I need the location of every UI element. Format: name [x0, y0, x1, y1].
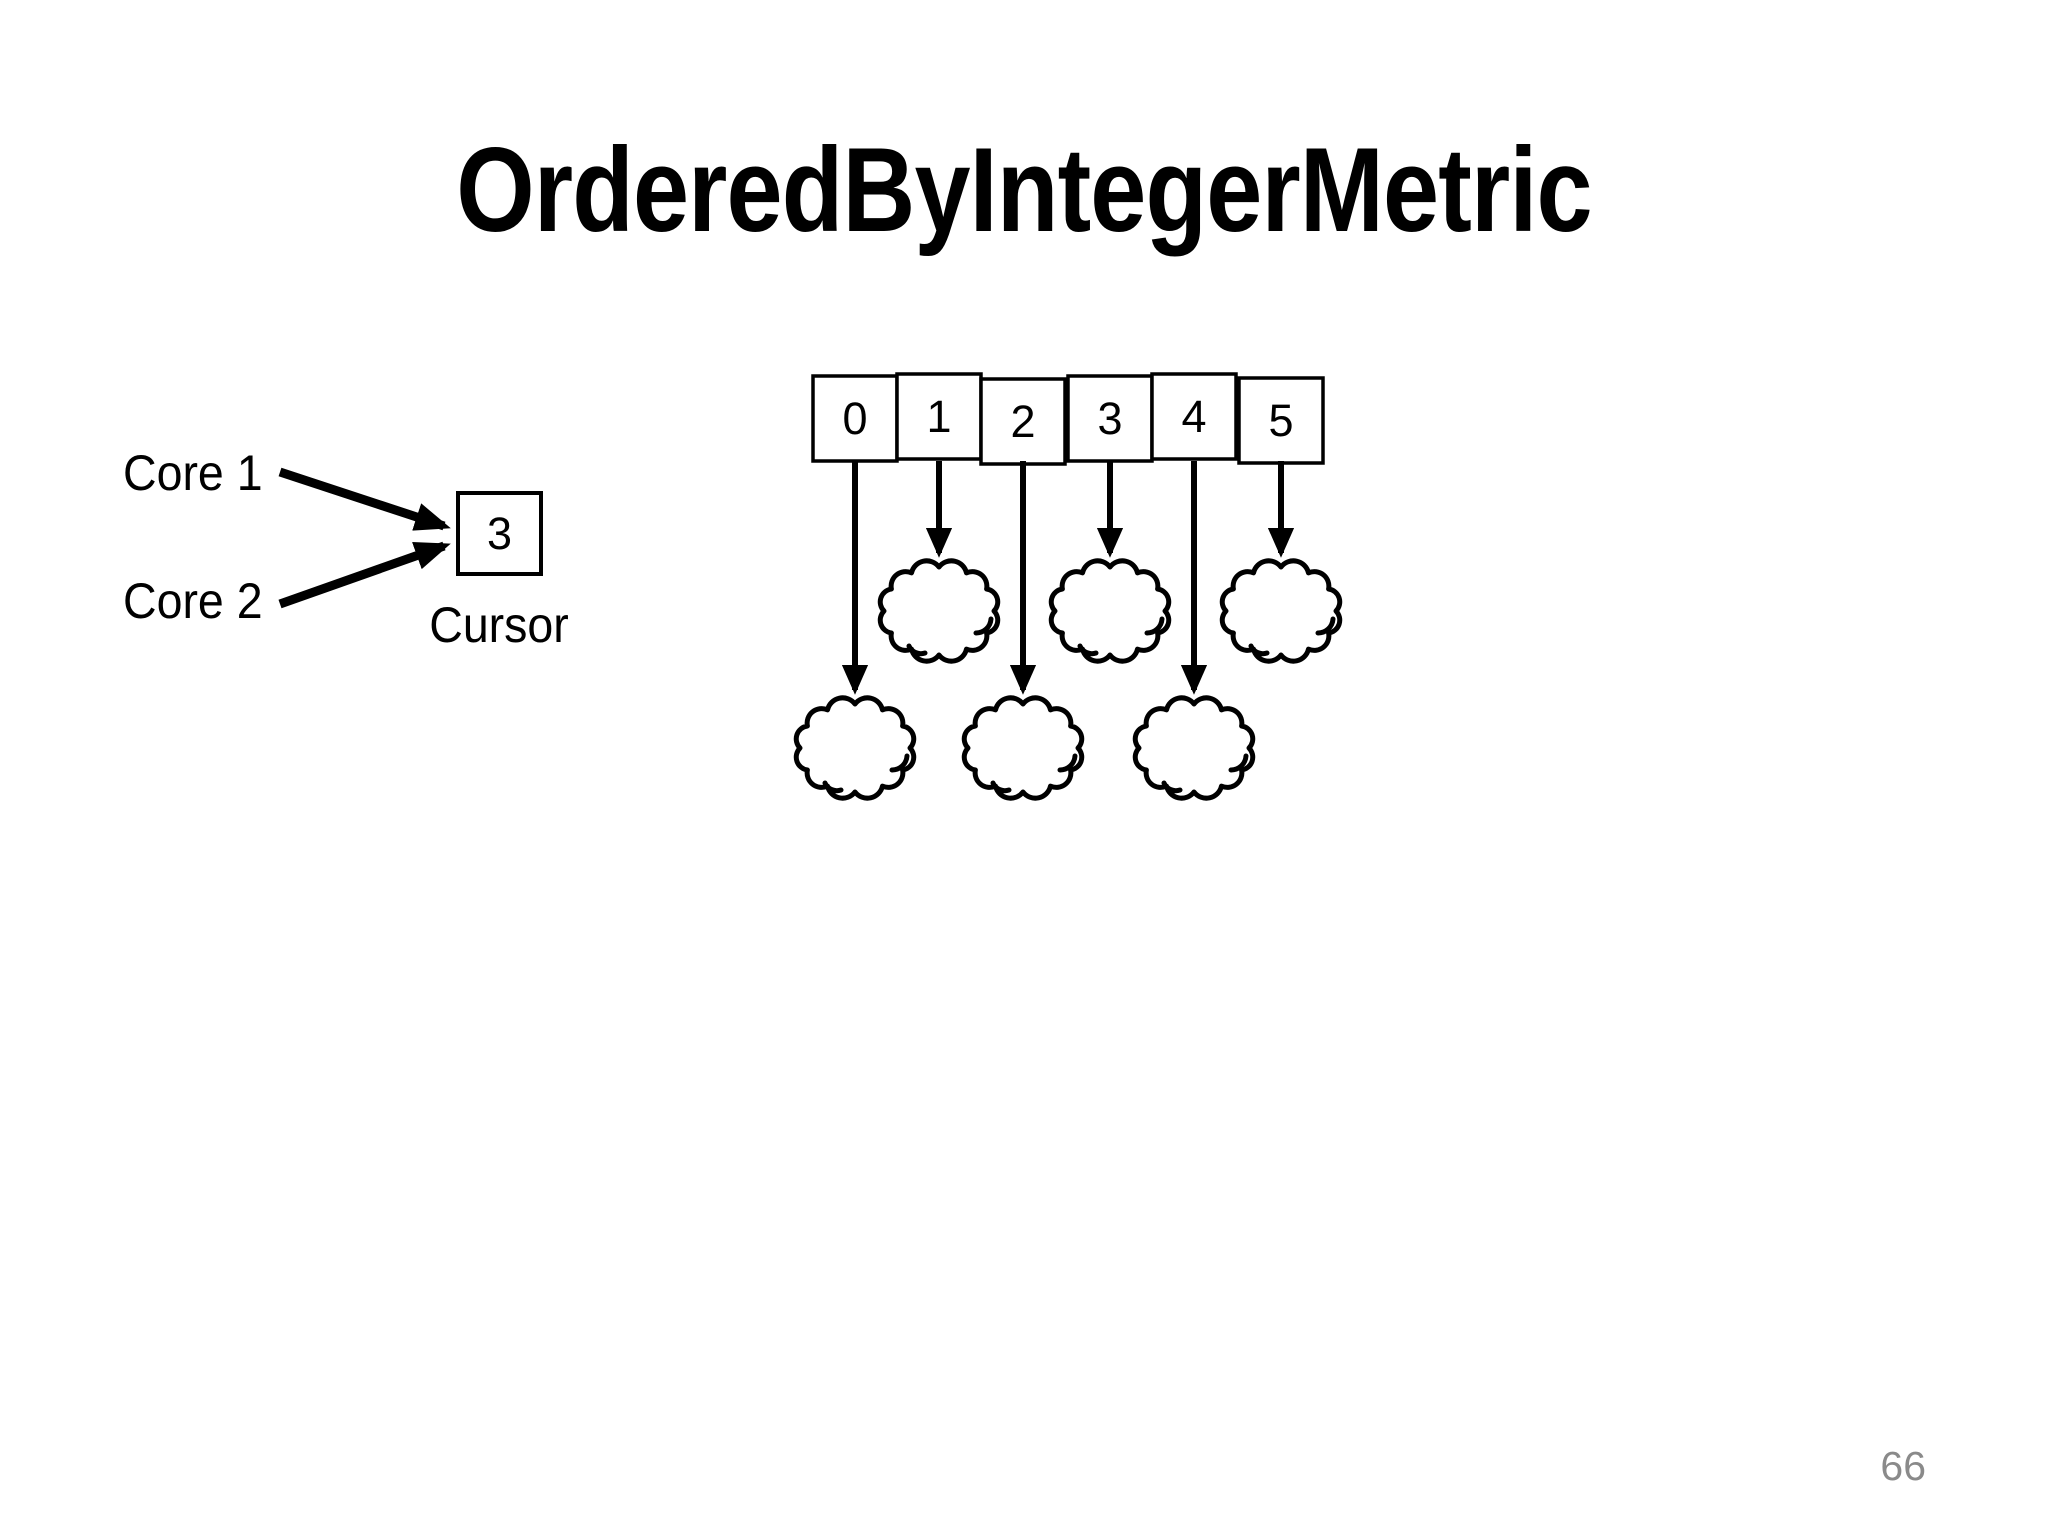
- cloud-icon: [1222, 561, 1339, 661]
- cursor-label: Cursor: [429, 597, 569, 653]
- cloud-icon: [796, 698, 913, 798]
- array-cell-label: 1: [926, 391, 952, 442]
- cursor-value: 3: [486, 508, 513, 559]
- page-number: 66: [1880, 1443, 1926, 1489]
- array-cell: [1150, 372, 1238, 461]
- array-cell-label: 0: [842, 393, 868, 444]
- array-cell: [979, 377, 1067, 466]
- array-cell-label: 2: [1010, 396, 1036, 447]
- cloud-icon: [1135, 698, 1252, 798]
- slide-title: OrderedByIntegerMetric: [456, 123, 1592, 257]
- core2-label: Core 2: [123, 573, 263, 629]
- cloud-icon: [964, 698, 1081, 798]
- array-cell: [1066, 374, 1154, 463]
- array-cell-label: 5: [1268, 395, 1294, 446]
- core1-label: Core 1: [123, 445, 263, 501]
- array-cell-label: 3: [1097, 393, 1123, 444]
- core2-arrow-icon: [278, 541, 451, 609]
- cloud-icon: [1051, 561, 1168, 661]
- array-cell-label: 4: [1181, 391, 1207, 442]
- core1-arrow-icon: [278, 467, 451, 531]
- cloud-icon: [880, 561, 997, 661]
- bucket-array: [811, 372, 1325, 466]
- array-cell: [1237, 376, 1325, 465]
- cursor-box: 3: [456, 491, 543, 576]
